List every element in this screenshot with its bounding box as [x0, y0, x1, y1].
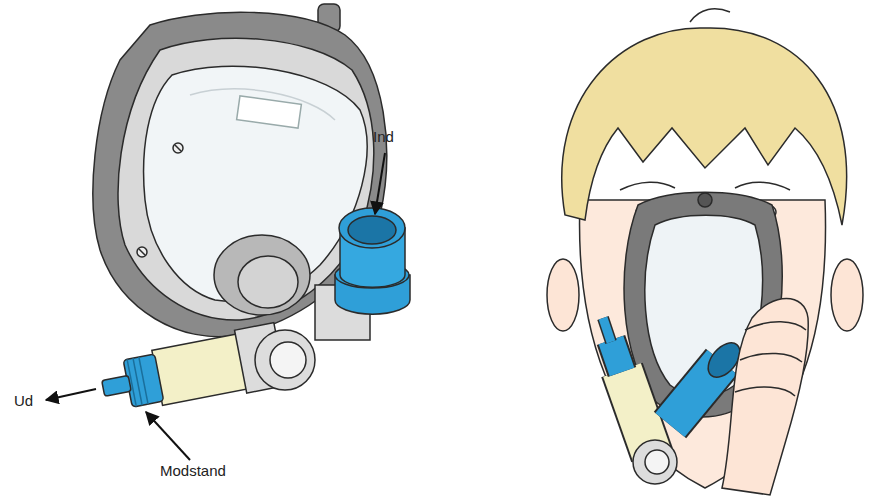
leader-arrows: [46, 153, 385, 460]
mask-drawing: [93, 4, 410, 420]
outlet-label: Ud: [14, 392, 33, 410]
child-drawing: [547, 9, 863, 495]
inlet-label: Ind: [373, 128, 394, 146]
resistance-label: Modstand: [160, 462, 226, 480]
